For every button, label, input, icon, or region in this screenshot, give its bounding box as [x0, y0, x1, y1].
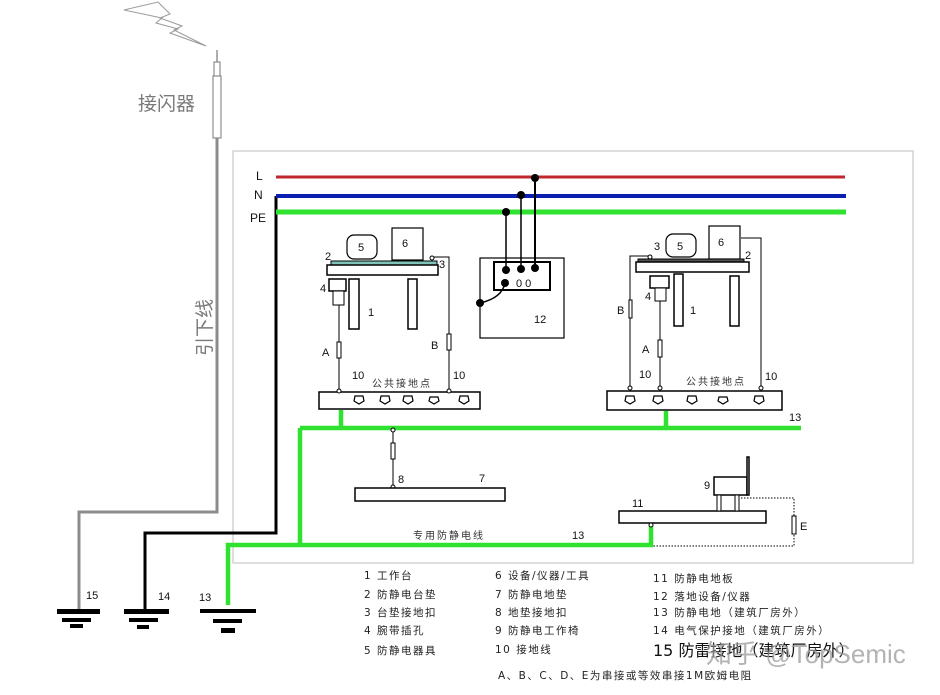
legend-item-8: 8 地垫接地扣	[495, 606, 568, 619]
svg-text:10: 10	[639, 369, 651, 381]
esd-ground-network	[225, 410, 801, 605]
workstation-left: 5 6 1 2 3 4 A B 10 10 公共接地点	[318, 227, 481, 410]
legend-item-5: 5 防静电器具	[364, 644, 437, 657]
label-L: L	[256, 169, 263, 183]
down-conductor-wire	[77, 138, 219, 611]
svg-text:5: 5	[677, 241, 683, 253]
svg-text:14: 14	[158, 591, 170, 603]
svg-text:13: 13	[199, 592, 211, 604]
svg-text:6: 6	[718, 237, 724, 249]
legend-item-15: 15 防雷接地（建筑厂房外）	[653, 641, 854, 660]
svg-text:A: A	[322, 347, 330, 359]
svg-text:1: 1	[690, 305, 696, 317]
esd-floor-and-chair: 11 9 E	[618, 456, 807, 547]
lightning-bolt-icon	[123, 1, 207, 47]
svg-text:10: 10	[352, 370, 364, 382]
svg-text:B: B	[431, 340, 438, 352]
building-border	[232, 150, 914, 564]
svg-text:10: 10	[765, 371, 777, 383]
legend-item-2: 2 防静电台垫	[364, 588, 437, 601]
svg-text:9: 9	[704, 480, 710, 492]
legend-item-9: 9 防静电工作椅	[495, 624, 580, 637]
air-terminal-label: 接闪器	[138, 93, 195, 115]
svg-text:4: 4	[645, 291, 651, 303]
floor-mat-7: 8 7	[354, 427, 506, 502]
svg-text:3: 3	[439, 259, 445, 271]
svg-text:2: 2	[325, 251, 331, 263]
down-conductor-label: 引下线	[194, 299, 216, 356]
svg-text:公共接地点: 公共接地点	[372, 377, 432, 390]
ground-symbol-15	[57, 609, 100, 628]
svg-text:公共接地点: 公共接地点	[686, 375, 746, 388]
legend-item-4: 4 腕带插孔	[364, 624, 425, 637]
legend-item-12: 12 落地设备/仪器	[653, 590, 751, 603]
dedicated-wire-label: 专用防静电线	[413, 529, 485, 542]
svg-text:10: 10	[453, 370, 465, 382]
floor-equipment-12: 0 0 12	[476, 174, 565, 339]
svg-text:15: 15	[86, 590, 98, 602]
svg-text:1: 1	[368, 307, 374, 319]
legend-item-7: 7 防静电地垫	[495, 588, 568, 601]
svg-text:13: 13	[572, 530, 584, 542]
legend: 1 工作台 2 防静电台垫 3 台垫接地扣 4 腕带插孔 5 防静电器具 6 设…	[364, 569, 854, 682]
legend-item-10: 10 接地线	[495, 643, 552, 656]
legend-item-14: 14 电气保护接地（建筑厂房外）	[653, 624, 830, 637]
legend-item-6: 6 设备/仪器/工具	[495, 569, 590, 582]
svg-text:B: B	[617, 305, 624, 317]
legend-item-1: 1 工作台	[364, 569, 413, 582]
legend-item-13: 13 防静电地（建筑厂房外）	[653, 606, 806, 619]
svg-text:3: 3	[654, 241, 660, 253]
svg-text:2: 2	[745, 250, 751, 262]
ground-symbol-13	[200, 609, 256, 633]
svg-text:13: 13	[789, 412, 801, 424]
label-PE: PE	[250, 211, 266, 225]
legend-item-3: 3 台垫接地扣	[364, 606, 437, 619]
watermark: 知乎 @TopSemic	[706, 639, 906, 669]
workstation-right: 5 6 1 2 3 4 A B 10 10 公共接地点	[606, 225, 783, 411]
svg-text:11: 11	[632, 498, 643, 510]
svg-text:6: 6	[402, 238, 408, 250]
legend-item-11: 11 防静电地板	[653, 572, 734, 585]
svg-text:5: 5	[358, 242, 364, 254]
ground-symbol-14	[124, 609, 169, 629]
svg-text:0 0: 0 0	[516, 278, 531, 290]
label-N: N	[254, 188, 263, 202]
svg-text:7: 7	[479, 473, 485, 485]
svg-text:4: 4	[320, 283, 326, 295]
svg-text:E: E	[800, 521, 807, 533]
protective-ground-wire	[143, 196, 278, 611]
svg-text:12: 12	[534, 314, 546, 326]
svg-text:8: 8	[398, 474, 404, 486]
legend-note: A、B、C、D、E为串接或等效串接1M欧姆电阻	[498, 669, 753, 682]
air-terminal-rod	[213, 61, 221, 77]
svg-text:A: A	[642, 344, 650, 356]
